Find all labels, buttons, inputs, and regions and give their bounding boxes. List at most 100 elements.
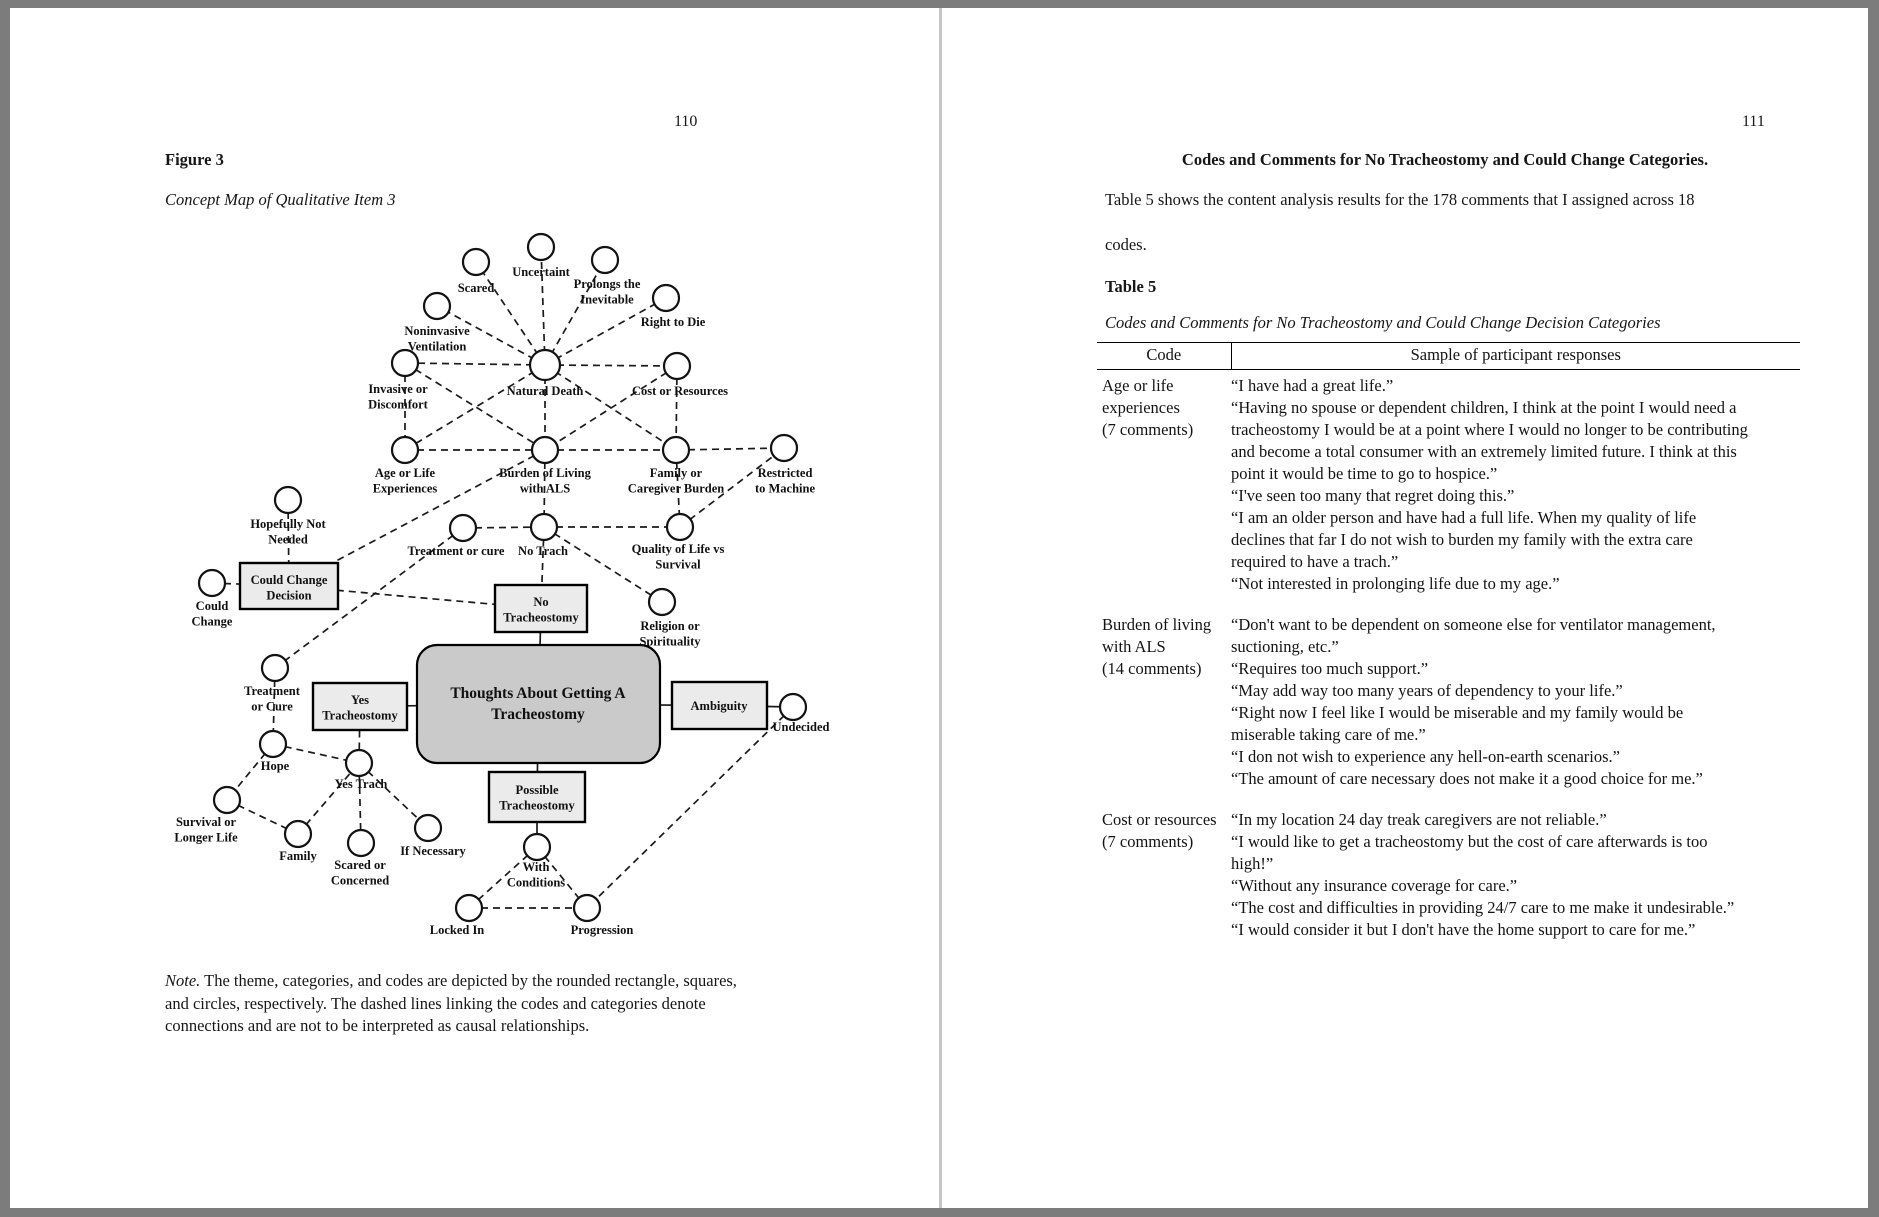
- edge-with-conditions--locked-in: [468, 846, 538, 909]
- participant-quote: “The amount of care necessary does not m…: [1231, 769, 1703, 788]
- node-possible-tracheostomy: [487, 770, 587, 824]
- node-no-tracheostomy: [493, 583, 589, 634]
- node-label-progression: Progression: [571, 923, 634, 937]
- participant-quote: “I don not wish to experience any hell-o…: [1231, 747, 1620, 766]
- node-cost: [662, 351, 692, 381]
- participant-quote: “The cost and difficulties in providing …: [1231, 898, 1735, 917]
- node-label-yes-trach: Yes Trach: [335, 777, 388, 791]
- node-scared-or-concerned: [346, 828, 376, 858]
- node-undecided: [778, 692, 808, 722]
- node-yes-trach: [344, 748, 374, 778]
- node-label-uncertaint: Uncertaint: [512, 265, 570, 279]
- edge-hope--yes-trach: [272, 743, 360, 764]
- node-restricted: [769, 433, 799, 463]
- participant-quote: “I've seen too many that regret doing th…: [1231, 486, 1515, 505]
- participant-quote: “I am an older person and have had a ful…: [1231, 508, 1697, 571]
- participant-quote: “Without any insurance coverage for care…: [1231, 876, 1518, 895]
- edge-family--yes-trach: [297, 762, 360, 835]
- node-scared: [461, 247, 491, 277]
- node-burden: [530, 435, 560, 465]
- note-line-2: and circles, respectively. The dashed li…: [165, 993, 706, 1013]
- code-comment-count: (14 comments): [1102, 659, 1202, 678]
- participant-quote: “Having no spouse or dependent children,…: [1231, 398, 1748, 483]
- node-treatment-or-cure-2: [260, 653, 290, 683]
- node-survival: [212, 785, 242, 815]
- node-noninvasive: [422, 291, 452, 321]
- participant-quote: “Don't want to be dependent on someone e…: [1231, 615, 1716, 656]
- responses-cell: “In my location 24 day treak caregivers …: [1231, 804, 1800, 955]
- node-label-ambiguity: Ambiguity: [691, 699, 749, 713]
- edge-natural-death--uncertaint: [540, 246, 546, 366]
- node-yes-tracheostomy: [311, 681, 409, 732]
- table-row: Burden of living with ALS(14 comments)“D…: [1097, 609, 1800, 804]
- node-progression: [572, 893, 602, 923]
- edge-natural-death--invasive: [404, 362, 546, 366]
- participant-quote: “I would consider it but I don't have th…: [1231, 920, 1696, 939]
- page-number-left: 110: [674, 113, 698, 130]
- code-cell: Age or life experiences(7 comments): [1097, 370, 1231, 610]
- node-locked-in: [454, 893, 484, 923]
- page-divider: [939, 8, 942, 1208]
- participant-quote: “I would like to get a tracheostomy but …: [1231, 832, 1708, 873]
- edge-invasive--burden: [404, 362, 546, 451]
- edge-natural-death--age: [404, 364, 546, 451]
- section-heading: Codes and Comments for No Tracheostomy a…: [1181, 150, 1709, 169]
- node-label-if-necessary: If Necessary: [400, 844, 466, 858]
- code-name: Cost or resources: [1102, 810, 1217, 829]
- node-natural-death: [528, 348, 562, 382]
- node-treatment-or-cure: [448, 513, 478, 543]
- node-quality: [665, 512, 695, 542]
- node-prolongs: [590, 245, 620, 275]
- edge-cost--burden: [544, 365, 678, 451]
- participant-quote: “May add way too many years of dependenc…: [1231, 681, 1623, 700]
- code-name: Age or life experiences: [1102, 376, 1180, 417]
- figure-caption: Concept Map of Qualitative Item 3: [165, 190, 396, 209]
- intro-line-1: Table 5 shows the content analysis resul…: [1105, 190, 1695, 209]
- intro-line-2: codes.: [1105, 235, 1147, 254]
- node-label-natural-death: Natural Death: [507, 384, 584, 398]
- figure-label: Figure 3: [165, 150, 224, 169]
- node-religion: [647, 587, 677, 617]
- node-could-change: [197, 568, 227, 598]
- node-label-cost: Cost or Resources: [632, 384, 728, 398]
- node-ambiguity: [670, 680, 769, 731]
- edge-natural-death--right-to-die: [544, 297, 667, 366]
- note-line-3: connections and are not to be interprete…: [165, 1016, 590, 1035]
- node-right-to-die: [651, 283, 681, 313]
- node-no-trach: [529, 512, 559, 542]
- page-111: 111 Codes and Comments for No Tracheosto…: [942, 8, 1868, 1208]
- node-family: [283, 819, 313, 849]
- participant-quote: “Not interested in prolonging life due t…: [1231, 574, 1560, 593]
- table-header-row: Code Sample of participant responses: [1097, 342, 1800, 370]
- edge-natural-death--noninvasive: [436, 305, 546, 366]
- edge-hopefully--could-change-decision: [287, 499, 290, 587]
- node-if-necessary: [413, 813, 443, 843]
- edge-treatment-or-cure--treatment-or-cure-2: [274, 527, 464, 669]
- node-label-locked-in: Locked In: [430, 923, 485, 937]
- node-label-treatment-or-cure: Treatment or cure: [408, 544, 505, 558]
- node-hope: [258, 729, 288, 759]
- node-label-right-to-die: Right to Die: [641, 315, 706, 329]
- column-header-responses: Sample of participant responses: [1231, 342, 1800, 370]
- edge-yes-trach--if-necessary: [358, 762, 429, 829]
- edge-natural-death--cost: [544, 364, 678, 367]
- figure-note: Note. The theme, categories, and codes a…: [165, 970, 737, 1038]
- node-label-hope: Hope: [261, 759, 290, 773]
- responses-cell: “I have had a great life.”“Having no spo…: [1231, 370, 1800, 610]
- edge-quality--restricted: [679, 447, 785, 528]
- note-prefix: Note.: [165, 971, 201, 990]
- node-label-scared: Scared: [458, 281, 495, 295]
- code-cell: Cost or resources(7 comments): [1097, 804, 1231, 955]
- participant-quote: “Right now I feel like I would be misera…: [1231, 703, 1684, 744]
- node-with-conditions: [522, 832, 552, 862]
